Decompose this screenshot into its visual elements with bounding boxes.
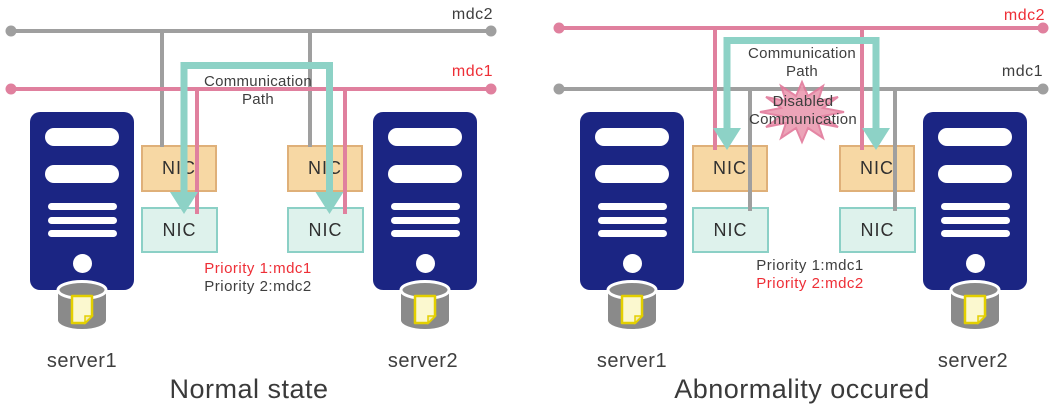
- mdc1-line-label: mdc1: [451, 63, 493, 80]
- server-vent: [391, 203, 460, 210]
- server-vent: [48, 230, 117, 237]
- nic-label: NIC: [713, 219, 748, 240]
- server2-label: server2: [937, 350, 1009, 372]
- mdc1-line-label: mdc1: [1001, 63, 1043, 80]
- priority-list: Priority 1:mdc1 Priority 2:mdc2: [168, 260, 348, 296]
- disabled-communication-line2: Communication: [748, 111, 858, 128]
- nic-label: NIC: [713, 158, 747, 178]
- database-icon: [56, 280, 108, 329]
- disabled-communication-label: Disabled Communication: [718, 93, 888, 129]
- server-vent: [48, 203, 117, 210]
- server-bay: [595, 128, 669, 146]
- nic-box-mdc1-server1: NIC: [692, 207, 769, 253]
- priority-2: Priority 2:mdc2: [756, 275, 864, 292]
- server-vent: [598, 230, 667, 237]
- server-vent: [391, 217, 460, 224]
- server1-label: server1: [46, 350, 118, 372]
- server2-tower-icon: [373, 112, 477, 329]
- server-bay: [45, 165, 119, 183]
- nic-box-mdc1-server2: NIC: [287, 207, 364, 253]
- communication-path-line1: Communication: [747, 45, 857, 62]
- line-endpoint-dot: [485, 83, 497, 95]
- nic-box-mdc1-server2: NIC: [839, 207, 916, 253]
- nic-label: NIC: [162, 219, 197, 240]
- line-endpoint-dot: [553, 22, 565, 34]
- server-bay: [388, 128, 462, 146]
- nic-label: NIC: [308, 158, 342, 178]
- diagram-title-abnormal: Abnormality occured: [674, 374, 930, 404]
- power-button-icon: [622, 254, 642, 273]
- power-button-icon: [965, 254, 985, 273]
- priority-2: Priority 2:mdc2: [204, 278, 312, 295]
- nic-box-mdc2-server2: NIC: [287, 145, 363, 192]
- line-endpoint-dot: [485, 25, 497, 37]
- nic-box-mdc2-server1: NIC: [141, 145, 217, 192]
- power-button-icon: [72, 254, 92, 273]
- communication-path-line2: Path: [241, 91, 275, 108]
- database-icon: [949, 280, 1001, 329]
- server1-tower-icon: [580, 112, 684, 329]
- mdc2-line-label: mdc2: [1003, 7, 1045, 24]
- server2-label: server2: [387, 350, 459, 372]
- server-bay: [388, 165, 462, 183]
- diagram-title-normal: Normal state: [169, 374, 329, 404]
- mdc2-line-label: mdc2: [451, 6, 493, 23]
- nic-label: NIC: [308, 219, 343, 240]
- nic-label: NIC: [860, 158, 894, 178]
- communication-path-line1: Communication: [203, 73, 313, 90]
- line-endpoint-dot: [5, 25, 17, 37]
- nic-box-mdc1-server1: NIC: [141, 207, 218, 253]
- server-vent: [598, 203, 667, 210]
- line-endpoint-dot: [1037, 83, 1049, 95]
- communication-path-line2: Path: [785, 63, 819, 80]
- line-endpoint-dot: [553, 83, 565, 95]
- server-vent: [941, 230, 1010, 237]
- server-bay: [938, 165, 1012, 183]
- priority-list: Priority 1:mdc1 Priority 2:mdc2: [720, 257, 900, 293]
- server-vent: [48, 217, 117, 224]
- nic-box-mdc2-server1: NIC: [692, 145, 768, 192]
- diagram-abnormality-occured: NIC NIC NIC NIC mdc2 mdc1 Communication …: [540, 0, 1054, 416]
- database-icon: [399, 280, 451, 329]
- server-bay: [938, 128, 1012, 146]
- server-vent: [598, 217, 667, 224]
- priority-1: Priority 1:mdc1: [756, 257, 864, 274]
- database-icon: [606, 280, 658, 329]
- server2-tower-icon: [923, 112, 1027, 329]
- nic-label: NIC: [860, 219, 895, 240]
- server-vent: [391, 230, 460, 237]
- server1-tower-icon: [30, 112, 134, 329]
- line-endpoint-dot: [5, 83, 17, 95]
- server-bay: [45, 128, 119, 146]
- diagram-normal-state: NIC NIC NIC NIC mdc2 mdc1 Communication …: [5, 6, 497, 404]
- priority-1: Priority 1:mdc1: [204, 260, 312, 277]
- server-vent: [941, 217, 1010, 224]
- power-button-icon: [415, 254, 435, 273]
- server1-label: server1: [596, 350, 668, 372]
- communication-path-label: Communication Path: [178, 73, 338, 109]
- nic-label: NIC: [162, 158, 196, 178]
- server-vent: [941, 203, 1010, 210]
- nic-box-mdc2-server2: NIC: [839, 145, 915, 192]
- communication-path-label: Communication Path: [722, 45, 882, 81]
- server-bay: [595, 165, 669, 183]
- disabled-communication-line1: Disabled: [772, 93, 834, 110]
